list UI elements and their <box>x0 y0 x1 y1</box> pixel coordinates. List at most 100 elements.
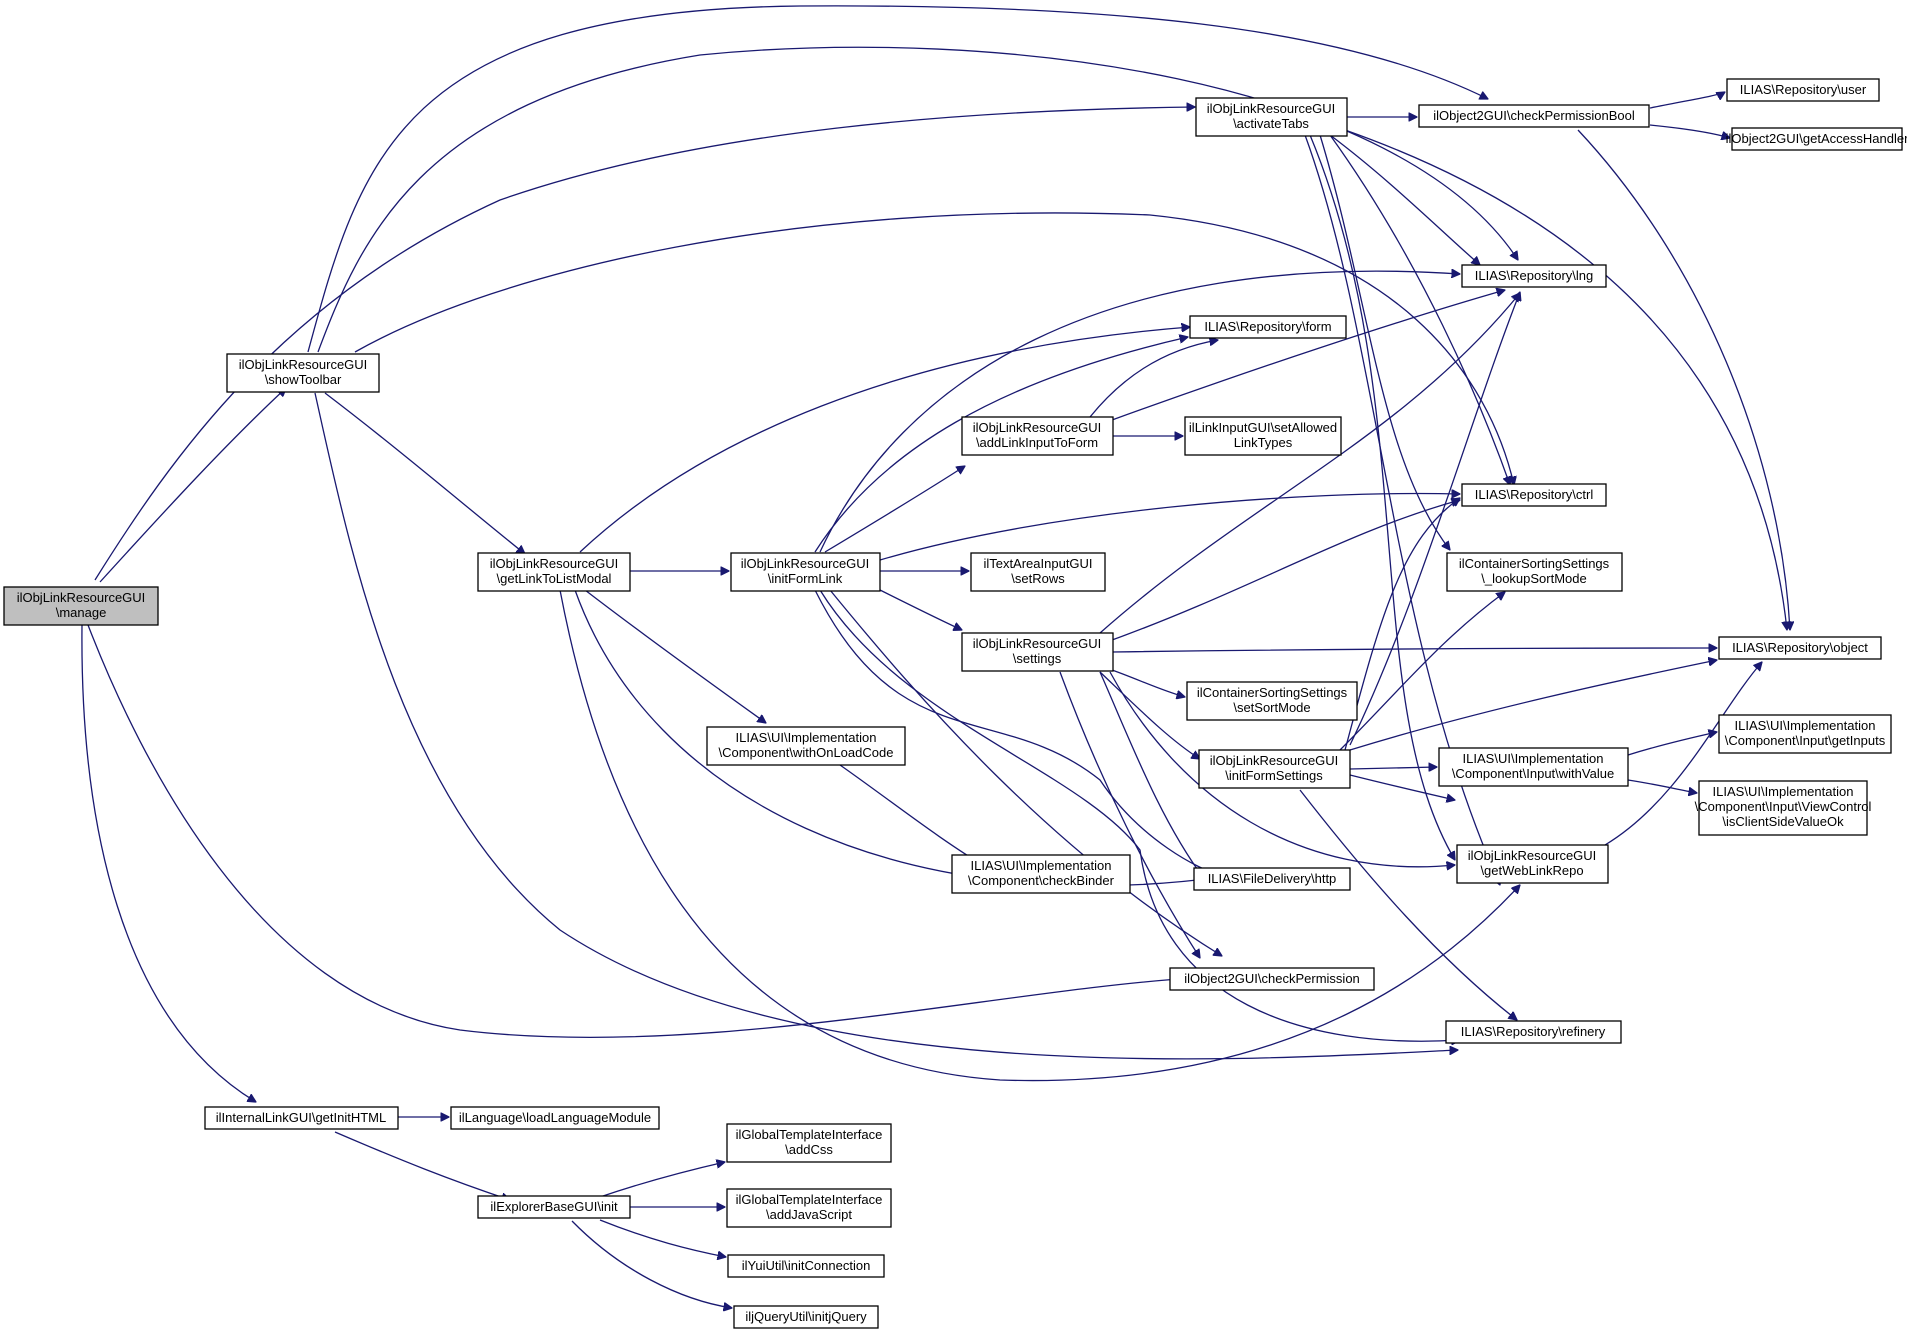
svg-text:ILIAS\Repository\user: ILIAS\Repository\user <box>1740 82 1867 97</box>
edge-manage-getInitHTML <box>81 624 256 1102</box>
edge-initFormLink-refinery <box>819 589 1460 1041</box>
node-yuiInit[interactable]: ilYuiUtil\initConnection <box>727 1254 885 1278</box>
edge-addLinkInput-lng <box>1111 290 1505 421</box>
node-label: \initFormSettings <box>1225 768 1323 783</box>
node-getWebLink[interactable]: ilObjLinkResourceGUI\getWebLinkRepo <box>1456 844 1609 884</box>
svg-text:ilObject2GUI\checkPermissionBo: ilObject2GUI\checkPermissionBool <box>1433 108 1635 123</box>
svg-text:ILIAS\Repository\lng: ILIAS\Repository\lng <box>1475 268 1594 283</box>
svg-text:ilYuiUtil\initConnection: ilYuiUtil\initConnection <box>742 1258 871 1273</box>
node-getInputs[interactable]: ILIAS\UI\Implementation\Component\Input\… <box>1718 714 1892 754</box>
node-label: ILIAS\Repository\form <box>1204 319 1331 334</box>
svg-text:iljQueryUtil\initjQuery: iljQueryUtil\initjQuery <box>745 1309 867 1324</box>
node-ctrl[interactable]: ILIAS\Repository\ctrl <box>1461 483 1607 507</box>
node-label: LinkTypes <box>1234 435 1293 450</box>
edge-initFormSet-getWebLink <box>1349 774 1455 800</box>
edge-settings-getWebLink <box>1109 671 1455 867</box>
node-checkPermBool[interactable]: ilObject2GUI\checkPermissionBool <box>1418 104 1650 128</box>
node-label: \Component\checkBinder <box>968 873 1115 888</box>
node-withValue[interactable]: ILIAS\UI\Implementation\Component\Input\… <box>1438 747 1629 787</box>
node-label: ilObjLinkResourceGUI <box>239 357 368 372</box>
svg-text:ILIAS\UI\Implementation\Compon: ILIAS\UI\Implementation\Component\Input\… <box>1725 718 1886 748</box>
node-setSortMode[interactable]: ilContainerSortingSettings\setSortMode <box>1186 681 1358 721</box>
edge-initFormLink-ctrl <box>879 494 1460 561</box>
node-label: \Component\withOnLoadCode <box>719 745 894 760</box>
node-label: ilObjLinkResourceGUI <box>1210 753 1339 768</box>
edge-initFormLink-checkPerm <box>829 589 1222 956</box>
node-label: \setRows <box>1011 571 1065 586</box>
node-textArea[interactable]: ilTextAreaInputGUI\setRows <box>970 552 1106 592</box>
node-label: iljQueryUtil\initjQuery <box>745 1309 867 1324</box>
node-label: ilObjLinkResourceGUI <box>1468 848 1597 863</box>
node-object[interactable]: ILIAS\Repository\object <box>1718 636 1882 660</box>
node-getLinkToList[interactable]: ilObjLinkResourceGUI\getLinkToListModal <box>477 552 631 592</box>
node-initFormSet[interactable]: ilObjLinkResourceGUI\initFormSettings <box>1198 749 1351 789</box>
node-settings[interactable]: ilObjLinkResourceGUI\settings <box>961 632 1114 672</box>
node-showToolbar[interactable]: ilObjLinkResourceGUI\showToolbar <box>226 353 380 393</box>
svg-text:ilObjLinkResourceGUI\manage: ilObjLinkResourceGUI\manage <box>17 590 146 620</box>
node-jquery[interactable]: iljQueryUtil\initjQuery <box>733 1305 879 1329</box>
node-label: ilObjLinkResourceGUI <box>17 590 146 605</box>
node-label: \addJavaScript <box>766 1207 852 1222</box>
edge-checkPermBool-getAccess <box>1649 124 1730 138</box>
svg-text:ILIAS\Repository\refinery: ILIAS\Repository\refinery <box>1461 1024 1606 1039</box>
edge-activateTabs-object <box>1344 129 1787 630</box>
edge-settings-initFormSet <box>1099 671 1200 759</box>
node-isClientOk[interactable]: ILIAS\UI\Implementation\Component\Input\… <box>1695 780 1872 836</box>
node-activateTabs[interactable]: ilObjLinkResourceGUI\activateTabs <box>1195 97 1348 137</box>
svg-text:ilObjLinkResourceGUI\showToolb: ilObjLinkResourceGUI\showToolbar <box>239 357 368 387</box>
svg-text:ilObjLinkResourceGUI\initFormS: ilObjLinkResourceGUI\initFormSettings <box>1210 753 1339 783</box>
node-lng[interactable]: ILIAS\Repository\lng <box>1461 264 1607 288</box>
edge-getWebLink-object <box>1604 662 1762 846</box>
node-checkPerm[interactable]: ilObject2GUI\checkPermission <box>1169 967 1375 991</box>
node-label: \Component\Input\withValue <box>1452 766 1614 781</box>
edge-initFormLink-lng <box>819 271 1460 553</box>
svg-text:ILIAS\Repository\object: ILIAS\Repository\object <box>1732 640 1868 655</box>
svg-text:ilObjLinkResourceGUI\getLinkTo: ilObjLinkResourceGUI\getLinkToListModal <box>490 556 619 586</box>
node-user[interactable]: ILIAS\Repository\user <box>1726 78 1880 102</box>
edge-settings-http <box>1099 671 1205 880</box>
svg-text:ilContainerSortingSettings\set: ilContainerSortingSettings\setSortMode <box>1197 685 1348 715</box>
call-edges <box>81 5 1790 1308</box>
node-label: ilExplorerBaseGUI\init <box>490 1199 618 1214</box>
node-label: ilTextAreaInputGUI <box>983 556 1092 571</box>
node-label: ilLanguage\loadLanguageModule <box>459 1110 651 1125</box>
node-loadLang[interactable]: ilLanguage\loadLanguageModule <box>450 1106 660 1130</box>
node-label: ilObjLinkResourceGUI <box>973 636 1102 651</box>
svg-text:ILIAS\FileDelivery\http: ILIAS\FileDelivery\http <box>1208 871 1337 886</box>
svg-text:ilExplorerBaseGUI\init: ilExplorerBaseGUI\init <box>490 1199 618 1214</box>
node-withOnLoad[interactable]: ILIAS\UI\Implementation\Component\withOn… <box>706 726 906 766</box>
node-label: ILIAS\UI\Implementation <box>1463 751 1604 766</box>
svg-text:ilInternalLinkGUI\getInitHTML: ilInternalLinkGUI\getInitHTML <box>216 1110 387 1125</box>
node-explorerInit[interactable]: ilExplorerBaseGUI\init <box>477 1195 631 1219</box>
node-getAccess[interactable]: ilObject2GUI\getAccessHandler <box>1726 127 1907 151</box>
node-addLinkInput[interactable]: ilObjLinkResourceGUI\addLinkInputToForm <box>961 416 1114 456</box>
edge-initFormSet-lookupSort <box>1339 592 1505 751</box>
node-addJs[interactable]: ilGlobalTemplateInterface\addJavaScript <box>726 1188 892 1228</box>
svg-text:ilLanguage\loadLanguageModule: ilLanguage\loadLanguageModule <box>459 1110 651 1125</box>
node-lookupSort[interactable]: ilContainerSortingSettings\_lookupSortMo… <box>1446 552 1623 592</box>
svg-text:ILIAS\UI\Implementation\Compon: ILIAS\UI\Implementation\Component\withOn… <box>719 730 894 760</box>
node-manage[interactable]: ilObjLinkResourceGUI\manage <box>3 586 159 626</box>
node-label: ilContainerSortingSettings <box>1197 685 1348 700</box>
edge-settings-checkPerm <box>1059 671 1200 958</box>
edge-initFormLink-form <box>814 337 1188 553</box>
node-label: ILIAS\UI\Implementation <box>1713 784 1854 799</box>
node-http[interactable]: ILIAS\FileDelivery\http <box>1193 867 1351 891</box>
svg-text:ILIAS\Repository\ctrl: ILIAS\Repository\ctrl <box>1475 487 1594 502</box>
edge-checkPermBool-object <box>1577 129 1790 630</box>
edge-getLinkToList-form <box>579 327 1190 553</box>
node-addCss[interactable]: ilGlobalTemplateInterface\addCss <box>726 1123 892 1163</box>
svg-text:ilTextAreaInputGUI\setRows: ilTextAreaInputGUI\setRows <box>983 556 1092 586</box>
node-refinery[interactable]: ILIAS\Repository\refinery <box>1445 1020 1622 1044</box>
node-checkBinder[interactable]: ILIAS\UI\Implementation\Component\checkB… <box>951 854 1131 894</box>
svg-text:ilObjLinkResourceGUI\addLinkIn: ilObjLinkResourceGUI\addLinkInputToForm <box>973 420 1102 450</box>
node-getInitHTML[interactable]: ilInternalLinkGUI\getInitHTML <box>204 1106 399 1130</box>
edge-showToolbar-checkPermBool <box>307 5 1488 353</box>
node-label: ILIAS\Repository\user <box>1740 82 1867 97</box>
node-initFormLink[interactable]: ilObjLinkResourceGUI\initFormLink <box>730 552 881 592</box>
node-label: ILIAS\Repository\lng <box>1475 268 1594 283</box>
node-label: ilContainerSortingSettings <box>1459 556 1610 571</box>
node-form[interactable]: ILIAS\Repository\form <box>1189 315 1347 339</box>
